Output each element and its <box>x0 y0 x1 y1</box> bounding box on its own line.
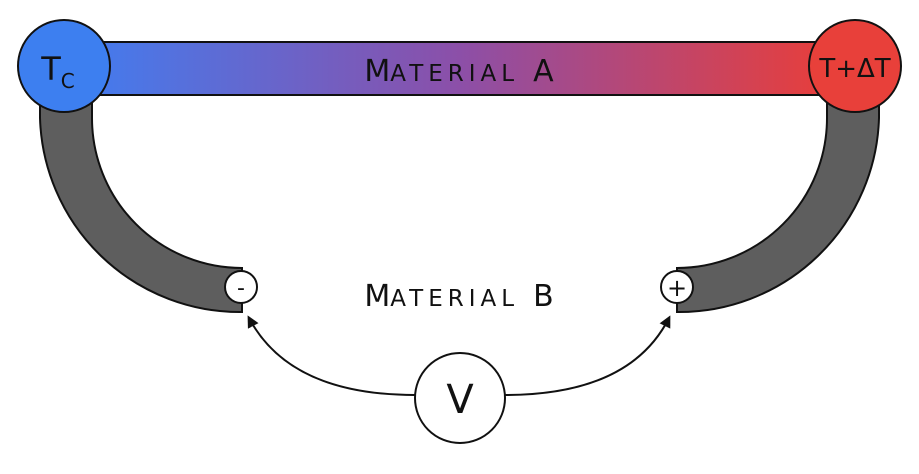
negative-terminal <box>224 270 258 304</box>
material-b-left-leg <box>39 94 243 314</box>
hot-junction-node <box>808 19 902 113</box>
positive-terminal <box>660 270 694 304</box>
material-a-bar <box>63 41 856 96</box>
material-b-right-leg <box>676 94 880 314</box>
arrow-to-negative <box>247 315 416 396</box>
cold-junction-node <box>17 19 111 113</box>
arrow-to-positive <box>504 315 671 396</box>
cold-junction-label: TC <box>40 50 75 93</box>
voltmeter-node <box>414 352 506 444</box>
voltmeter-label: V <box>446 377 474 423</box>
positive-terminal-sign: + <box>667 274 687 302</box>
hot-junction-label: T+ΔT <box>818 54 890 84</box>
negative-terminal-sign: - <box>237 276 245 301</box>
